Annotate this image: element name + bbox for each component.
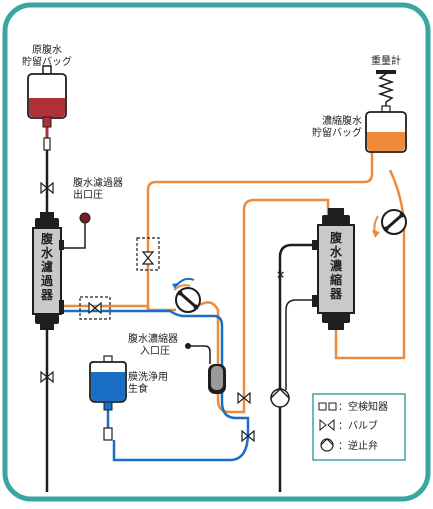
- ascites-concentrator: [312, 208, 355, 330]
- tube-concentrator-drain: [278, 243, 316, 492]
- legend-valve-icon: [319, 418, 335, 432]
- check-valve-drain: [270, 387, 290, 408]
- arrowhead-icon: [172, 283, 178, 289]
- filter-label: 器: [40, 288, 54, 302]
- valve-concentrator-inlet: [237, 391, 251, 405]
- filter-label: 水: [41, 245, 54, 260]
- filter-outlet-pressure-label: 出口圧: [73, 188, 103, 201]
- filter-label: 過: [40, 273, 54, 288]
- concentrator-inlet-pressure-label: 腹水濃縮器: [128, 332, 178, 345]
- concentrated-bag-label: 濃縮腹水: [322, 114, 362, 127]
- legend-check-valve-icon: [320, 438, 334, 452]
- concentrator-label: 濃: [330, 258, 343, 273]
- concentrator-label: 器: [329, 287, 343, 301]
- valve-wash-line: [241, 429, 255, 443]
- tube-concentrate-return: [334, 169, 406, 360]
- roller-pump-main: [175, 287, 201, 313]
- valve-filter-drain: [40, 370, 54, 384]
- original-bag-label: 原腹水: [32, 43, 62, 56]
- concentrator-inlet-pressure-gauge: [185, 343, 226, 394]
- ascites-filter: [32, 212, 64, 330]
- concentrated-ascites-bag: [365, 105, 407, 153]
- valve-filter-inlet: [40, 181, 54, 195]
- arrowhead-icon: [372, 230, 380, 238]
- concentrator-label: 縮: [330, 272, 342, 287]
- pump-rotation-arrow-icon: [175, 277, 195, 287]
- valve-filter-outlet: [88, 301, 102, 315]
- concentrated-bag-label: 貯留バッグ: [312, 126, 362, 139]
- roller-pump-return: [381, 209, 407, 235]
- concentrator-label: 水: [330, 244, 343, 259]
- wash-saline-label: 生食: [128, 382, 148, 395]
- clamp-mark-icon: ×: [276, 268, 285, 281]
- legend-air-detector-icon: [318, 402, 337, 411]
- concentrator-inlet-pressure-label: 入口圧: [140, 346, 170, 357]
- legend-air-detector-label: ：空検知器: [338, 400, 388, 413]
- wash-saline-bag: [89, 355, 127, 441]
- tube-filtrate-top: [146, 150, 374, 310]
- filter-label: 腹: [41, 231, 54, 246]
- original-bag-label: 貯留バッグ: [22, 55, 72, 68]
- air-detector-filter-outlet: [79, 296, 111, 320]
- legend-valve-label: ：バルブ: [338, 419, 378, 432]
- valve-filtrate: [141, 251, 155, 265]
- filter-label: 濾: [41, 259, 53, 274]
- tube-filter-pressure-line: [62, 222, 86, 249]
- tube-concentrator-bottom-drain: [285, 299, 316, 390]
- tube-wash-main: [64, 309, 250, 462]
- air-detector-filtrate: [136, 237, 160, 271]
- bag-connector: [43, 137, 51, 151]
- concentrator-label: 腹: [330, 230, 343, 245]
- filter-outlet-pressure-label: 腹水濾過器: [73, 176, 123, 189]
- pump-rotation-arrow-icon: [173, 284, 191, 291]
- tube-inlet-pressure-line: [188, 345, 211, 364]
- legend-check-valve-label: ：逆止弁: [338, 439, 378, 452]
- filter-outlet-pressure-gauge: [79, 212, 91, 224]
- wash-saline-label: 膜洗浄用: [128, 370, 168, 383]
- scale-label: 重量計: [371, 54, 401, 67]
- original-ascites-bag: [27, 65, 67, 128]
